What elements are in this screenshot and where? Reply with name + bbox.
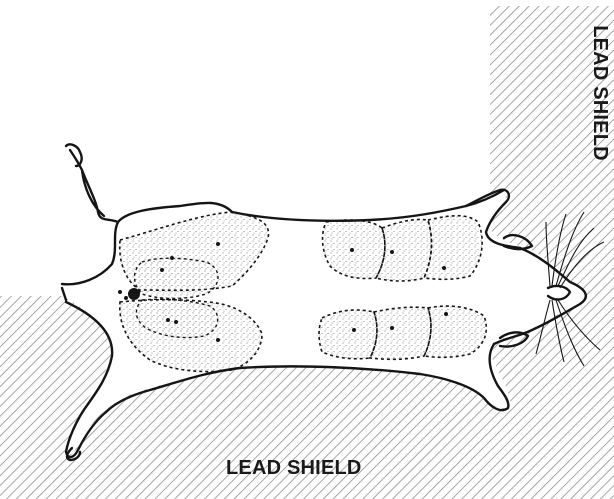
node-dot xyxy=(216,242,220,246)
node-dot xyxy=(166,318,170,322)
node-dot xyxy=(442,266,446,270)
stippled-zone-center xyxy=(135,258,219,298)
genital-marker xyxy=(128,288,140,300)
node-dot xyxy=(160,268,164,272)
node-dot xyxy=(174,320,178,324)
node-dot xyxy=(170,256,174,260)
node-dot xyxy=(390,326,394,330)
node-dot xyxy=(124,296,128,300)
node-dot xyxy=(350,248,354,252)
node-dot xyxy=(390,250,394,254)
stippled-zone-right-upper-3 xyxy=(424,216,482,280)
node-dot xyxy=(118,290,122,294)
stippled-zone-right-lower-2 xyxy=(370,307,431,359)
lead-shield-label-right: LEAD SHIELD xyxy=(585,13,614,173)
node-dot xyxy=(352,328,356,332)
node-dot xyxy=(444,312,448,316)
lead-shield-label-bottom: LEAD SHIELD xyxy=(226,453,386,483)
node-dot xyxy=(216,338,220,342)
stippled-zone-right-lower-1 xyxy=(319,310,377,359)
hind-leg-upper xyxy=(70,150,118,222)
